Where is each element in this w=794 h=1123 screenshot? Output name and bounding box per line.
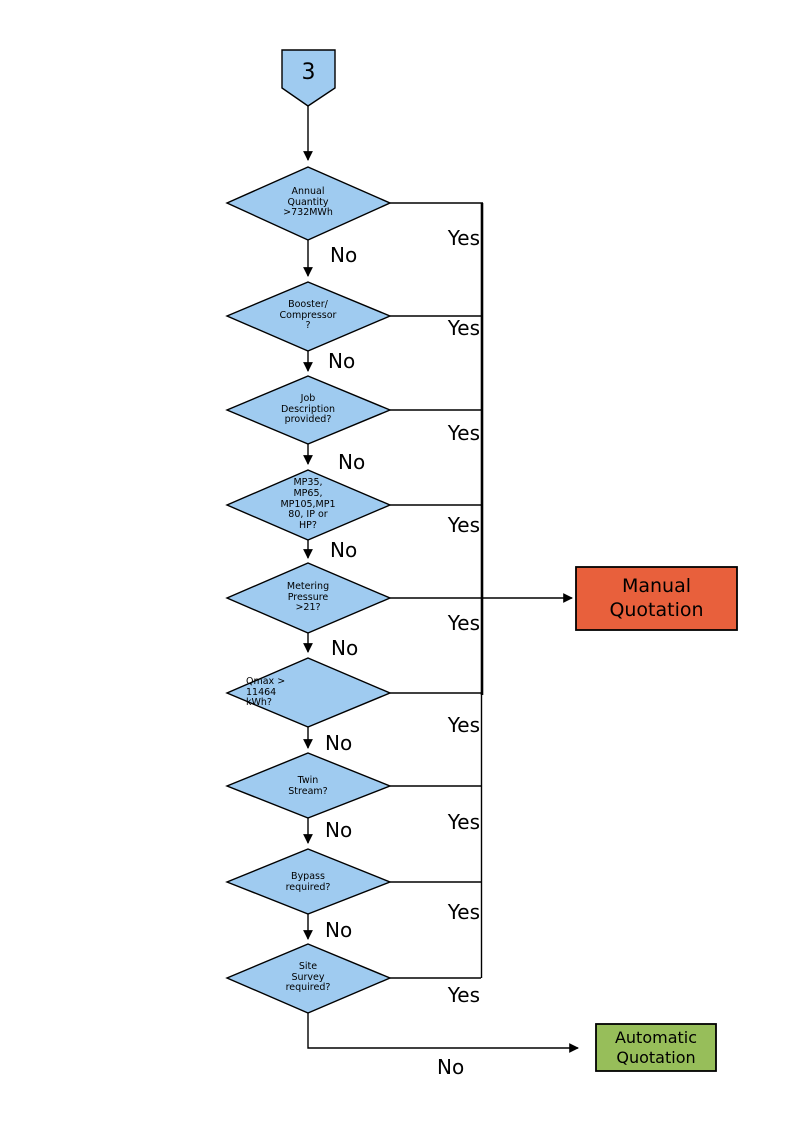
edge-label-yes-metering-pressure: Yes bbox=[447, 611, 480, 635]
decision-metering-pressure[interactable] bbox=[227, 563, 391, 634]
edge-label-yes-meter-type: Yes bbox=[447, 513, 480, 537]
edge-label-yes-site-survey: Yes bbox=[447, 983, 480, 1007]
edge-label-yes-job-description: Yes bbox=[447, 421, 480, 445]
decision-booster-compressor[interactable] bbox=[227, 282, 391, 352]
edge-label-yes-twin-stream: Yes bbox=[447, 810, 480, 834]
edge-no-site-survey-to-automatic bbox=[307, 1013, 579, 1053]
terminal-manual-quotation-shape[interactable] bbox=[575, 566, 738, 631]
decision-annual-quantity[interactable] bbox=[227, 167, 391, 241]
edge-label-no-meter-type: No bbox=[330, 538, 358, 562]
terminal-automatic-quotation-shape[interactable] bbox=[595, 1023, 717, 1072]
decision-qmax[interactable] bbox=[227, 658, 391, 728]
decision-job-description[interactable] bbox=[227, 376, 391, 445]
edge-label-no-twin-stream: No bbox=[325, 818, 353, 842]
start-connector[interactable] bbox=[282, 50, 336, 106]
decision-meter-type[interactable] bbox=[227, 470, 391, 541]
edge-label-yes-annual-quantity: Yes bbox=[447, 226, 480, 250]
edge-label-no-booster-compressor: No bbox=[328, 349, 356, 373]
edge-label-no-qmax: No bbox=[325, 731, 353, 755]
terminal-automatic-quotation[interactable] bbox=[596, 1024, 716, 1071]
edge-label-yes-booster-compressor: Yes bbox=[447, 316, 480, 340]
terminal-manual-quotation[interactable] bbox=[576, 567, 737, 630]
edge-label-no-job-description: No bbox=[338, 450, 366, 474]
decision-bypass[interactable] bbox=[227, 849, 391, 915]
edge-label-yes-bypass: Yes bbox=[447, 900, 480, 924]
edge-label-no-bypass: No bbox=[325, 918, 353, 942]
edge-label-no-site-survey-final: No bbox=[437, 1055, 465, 1079]
edge-label-yes-qmax: Yes bbox=[447, 713, 480, 737]
decision-twin-stream[interactable] bbox=[227, 753, 391, 819]
start-connector-shape[interactable] bbox=[281, 49, 336, 107]
decision-site-survey[interactable] bbox=[227, 944, 391, 1014]
edge-label-no-metering-pressure: No bbox=[331, 636, 359, 660]
edge-label-no-annual-quantity: No bbox=[330, 243, 358, 267]
